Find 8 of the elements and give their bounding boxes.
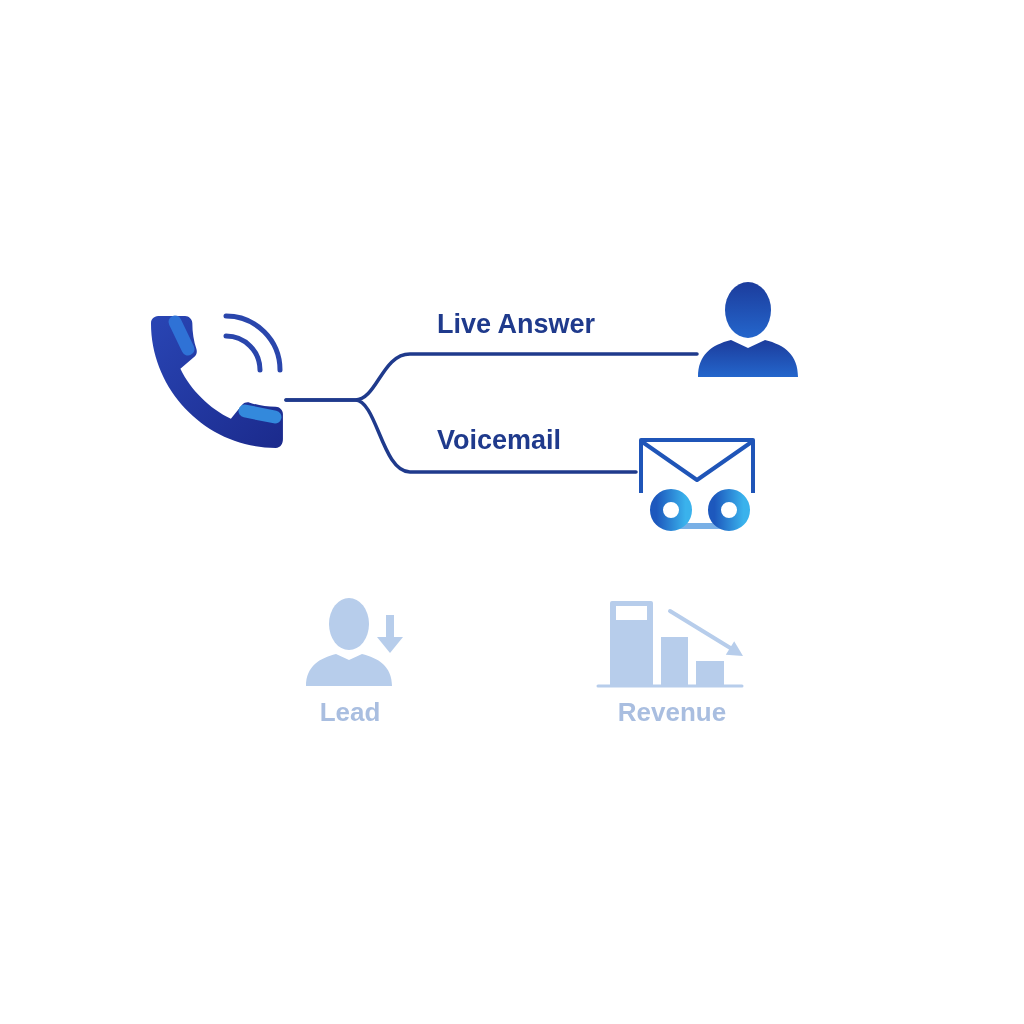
phone-icon: [150, 312, 286, 448]
voicemail-icon: [636, 437, 758, 532]
connector-line: [284, 398, 638, 474]
icon-caption: Lead: [319, 697, 381, 727]
edge-label: Voicemail: [437, 424, 562, 456]
icon-caption: Revenue: [617, 697, 727, 727]
person-icon: [697, 281, 799, 378]
edge-label: Live Answer: [437, 308, 596, 340]
